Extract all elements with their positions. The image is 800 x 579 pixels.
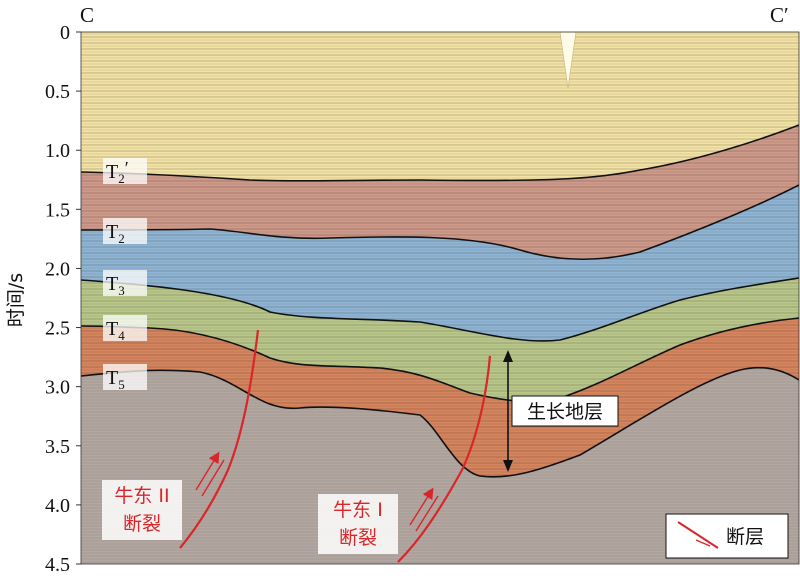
- y-tick-label: 1.0: [45, 140, 70, 162]
- fault-2-slip-arrow-1: [195, 451, 220, 491]
- horizon-label-bg: [103, 315, 147, 341]
- fault-2-label-line2: 断裂: [123, 513, 161, 535]
- fault-1-label-box: [318, 494, 398, 554]
- layer-t3-t4-texture: [81, 278, 799, 402]
- y-tick-label: 3.0: [45, 377, 70, 399]
- horizon-t5: [81, 366, 799, 478]
- fault-legend-icon: [677, 521, 719, 549]
- section-label-right: C′: [770, 3, 789, 27]
- legend: 断层: [665, 513, 789, 559]
- legend-label: 断层: [726, 526, 764, 548]
- fault-2-slip-arrow-2: [201, 459, 225, 497]
- fault-1-label-line2: 断裂: [339, 527, 377, 549]
- y-tick-label: 2.5: [45, 318, 70, 340]
- horizon-label-bg: [103, 364, 147, 390]
- layer-basement-texture: [81, 367, 799, 564]
- horizon-label: T5: [106, 367, 125, 392]
- horizon-t2: [81, 184, 799, 261]
- fault-1-slip-arrow-2: [415, 495, 439, 532]
- legend-box: [665, 513, 789, 559]
- layer-t2prime-t2-texture: [81, 125, 799, 260]
- y-tick-label: 4.0: [45, 495, 70, 517]
- horizon-t3: [81, 277, 799, 342]
- layer-upper-texture: [81, 32, 799, 181]
- seismic-panel: [81, 32, 799, 564]
- horizon-label-bg: [103, 270, 147, 296]
- horizon-t2prime: [81, 124, 799, 182]
- fault-2-label-line1: 牛东 II: [114, 485, 169, 507]
- fault-legend-arrow-icon: [695, 539, 711, 547]
- growth-strata-label: 生长地层: [527, 401, 603, 423]
- growth-strata-arrow: [503, 350, 513, 472]
- horizon-label-bg: [103, 218, 147, 244]
- horizon-label: T2: [106, 221, 125, 246]
- y-tick-label: 3.5: [45, 436, 70, 458]
- surface-notch: [559, 32, 577, 89]
- fault-line-niudong-1: [397, 355, 492, 563]
- horizon-label: T3: [106, 273, 125, 298]
- y-tick-label: 4.5: [45, 554, 70, 576]
- growth-strata-label-box: [511, 395, 619, 427]
- fault-1-label-line1: 牛东 I: [333, 499, 383, 521]
- layer-t4-t5-texture: [81, 318, 799, 477]
- fault-line-niudong-2: [179, 329, 260, 549]
- layer-t2-t3-texture: [81, 185, 799, 341]
- y-tick-label: 1.5: [45, 199, 70, 221]
- y-tick-label: 0.5: [45, 81, 70, 103]
- horizon-label: T4: [106, 318, 125, 343]
- fault-2-label-box: [102, 480, 182, 540]
- horizon-label-bg: [103, 158, 147, 184]
- y-axis-label: 时间/s: [5, 273, 27, 327]
- y-axis-ticks: 0 0.5 1.0 1.5 2.0 2.5 3.0 3.5 4.0 4.5: [45, 22, 81, 576]
- y-tick-label: 2.0: [45, 258, 70, 280]
- horizon-t4: [81, 317, 799, 403]
- section-label-left: C: [80, 3, 94, 27]
- horizon-label: T2′: [106, 158, 129, 186]
- fault-1-slip-arrow-1: [409, 487, 434, 526]
- panel-frame: [80, 31, 800, 565]
- y-tick-label: 0: [60, 22, 70, 44]
